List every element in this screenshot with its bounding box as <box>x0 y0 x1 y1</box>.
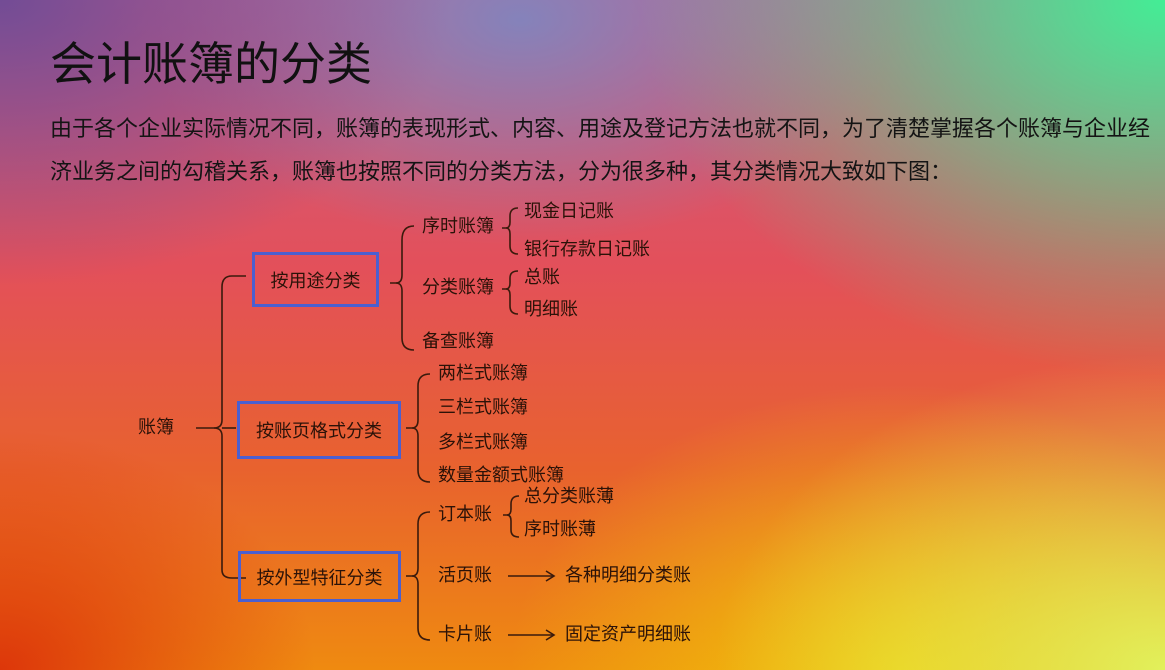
brace-bound <box>503 495 520 538</box>
brace-usage <box>390 225 415 351</box>
node-card-books: 卡片账 <box>438 624 492 645</box>
group-label-appearance: 按外型特征分类 <box>256 567 383 589</box>
group-label-format: 按账页格式分类 <box>256 421 382 442</box>
arrow-loose-leaf <box>508 570 556 582</box>
leaf-subsidiary-ledger: 明细账 <box>524 299 578 320</box>
arrow-card <box>508 629 556 641</box>
brace-format <box>406 373 431 483</box>
node-three-column: 三栏式账簿 <box>438 397 528 418</box>
group-box-appearance: 按外型特征分类 <box>238 551 401 602</box>
root-bracket <box>196 275 246 579</box>
node-multi-column: 多栏式账簿 <box>438 432 528 453</box>
leaf-sequential: 序时账薄 <box>524 519 596 540</box>
brace-appearance <box>406 511 431 641</box>
leaf-detail-ledgers: 各种明细分类账 <box>565 565 691 586</box>
leaf-bank-journal: 银行存款日记账 <box>524 239 650 260</box>
brace-sequential <box>502 207 519 255</box>
slide-title: 会计账簿的分类 <box>50 37 372 91</box>
intro-paragraph: 由于各个企业实际情况不同，账簿的表现形式、内容、用途及登记方法也就不同，为了清楚… <box>50 117 1151 185</box>
node-memo-books: 备查账簿 <box>422 331 494 352</box>
node-sequential-books: 序时账簿 <box>422 216 494 237</box>
node-bound-books: 订本账 <box>438 504 492 525</box>
node-two-column: 两栏式账簿 <box>438 363 528 384</box>
node-classified-books: 分类账簿 <box>422 277 494 298</box>
leaf-general-classified: 总分类账薄 <box>524 486 614 507</box>
leaf-general-ledger: 总账 <box>524 267 560 288</box>
group-box-format: 按账页格式分类 <box>237 401 401 459</box>
leaf-cash-journal: 现金日记账 <box>524 201 614 222</box>
group-box-usage: 按用途分类 <box>252 252 379 307</box>
node-loose-leaf: 活页账 <box>438 565 492 586</box>
group-label-usage: 按用途分类 <box>270 270 361 292</box>
brace-classified <box>502 270 519 315</box>
root-node: 账簿 <box>138 417 174 438</box>
node-quantity-amount: 数量金额式账簿 <box>438 465 564 486</box>
leaf-fixed-asset-ledger: 固定资产明细账 <box>565 624 691 645</box>
